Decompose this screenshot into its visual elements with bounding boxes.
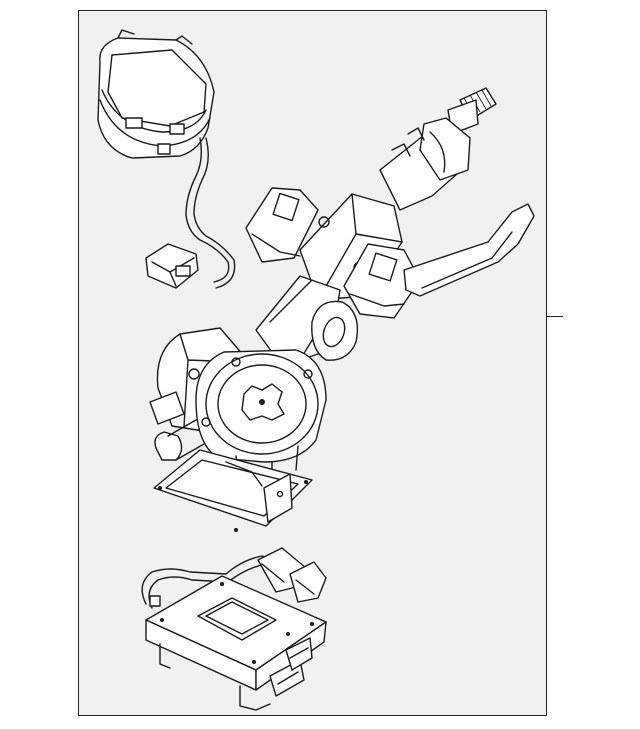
steering-column-assembly — [149, 87, 535, 532]
callout-leader-line — [547, 316, 563, 317]
clock-spring-connector — [97, 29, 236, 289]
eps-control-module — [141, 547, 327, 711]
